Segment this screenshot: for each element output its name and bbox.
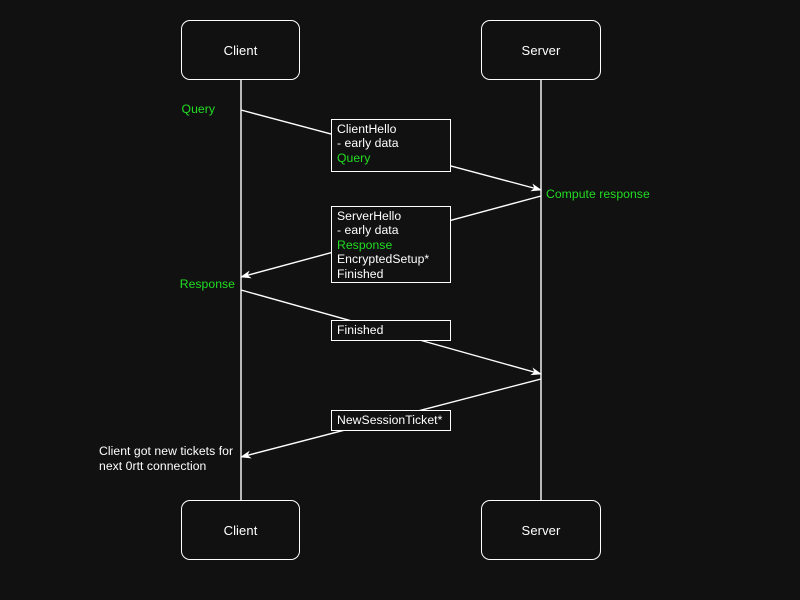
note-query-line-0: Query bbox=[181, 102, 215, 116]
note-new-tickets-line-0: Client got new tickets for bbox=[99, 444, 234, 458]
note-query: Query bbox=[115, 102, 215, 117]
actor-label-client-bottom: Client bbox=[223, 522, 258, 538]
message-line-new-session-ticket-0: NewSessionTicket* bbox=[337, 413, 443, 427]
actor-label-server-bottom: Server bbox=[521, 522, 561, 538]
message-line-server-hello-1: - early data bbox=[337, 223, 399, 238]
actor-label-client-top: Client bbox=[223, 42, 258, 58]
message-line-finished-0: Finished bbox=[337, 323, 384, 337]
message-line-client-hello-1: - early data bbox=[337, 136, 399, 151]
note-compute-response: Compute response bbox=[546, 187, 746, 202]
message-box-new-session-ticket: NewSessionTicket* bbox=[331, 410, 451, 431]
actor-label-server-top: Server bbox=[521, 42, 561, 58]
message-line-client-hello-2: Query bbox=[337, 150, 371, 165]
message-line-server-hello-0: ServerHello bbox=[337, 209, 402, 223]
message-box-finished: Finished bbox=[331, 320, 451, 341]
message-line-server-hello-2: Response bbox=[337, 237, 393, 252]
actor-box-client-bottom: Client bbox=[181, 500, 300, 560]
message-line-server-hello-3: EncryptedSetup* bbox=[337, 252, 430, 267]
actor-box-client-top: Client bbox=[181, 20, 300, 80]
note-response-line-0: Response bbox=[179, 277, 235, 291]
message-line-client-hello-0: ClientHello bbox=[337, 122, 397, 136]
actor-box-server-bottom: Server bbox=[481, 500, 601, 560]
message-line-server-hello-4: Finished bbox=[337, 266, 384, 281]
actor-box-server-top: Server bbox=[481, 20, 601, 80]
note-new-tickets-line-1: next 0rtt connection bbox=[99, 459, 207, 473]
note-compute-response-line-0: Compute response bbox=[546, 187, 650, 201]
note-response: Response bbox=[115, 277, 235, 292]
